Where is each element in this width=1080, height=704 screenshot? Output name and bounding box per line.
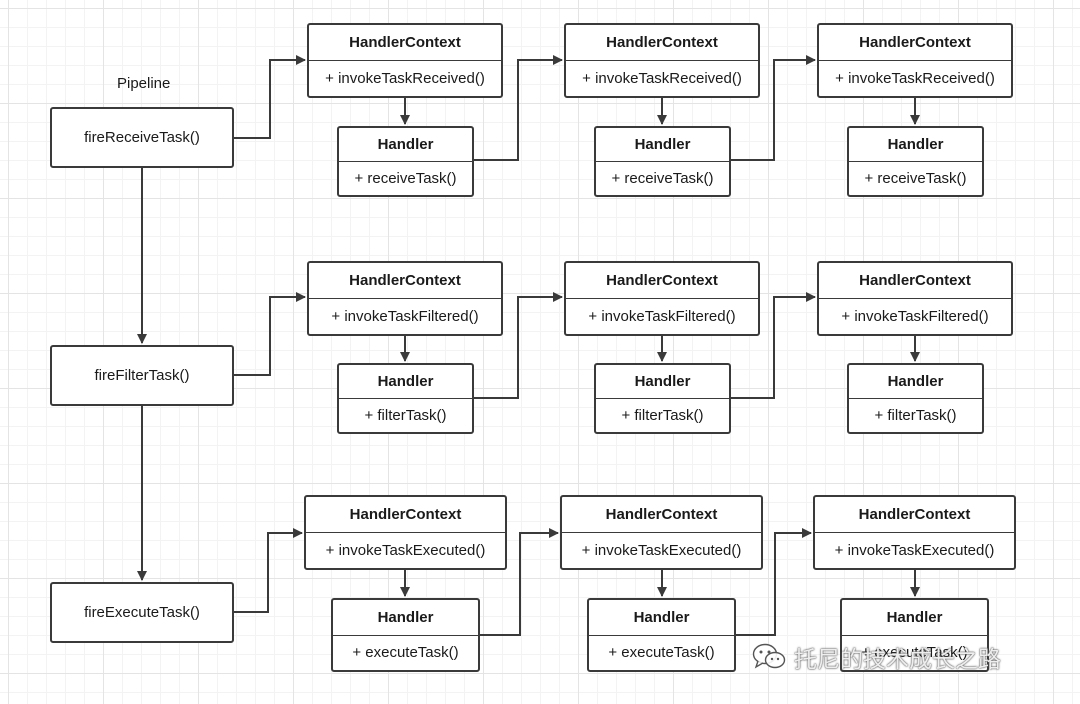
pipeline-title: Pipeline (117, 75, 171, 92)
arrow-pipeline-to-context-1a (234, 55, 306, 139)
class-name: HandlerContext (306, 497, 505, 533)
handler-context-receive-1: HandlerContext + invokeTaskReceived() (307, 23, 503, 98)
arrow-handler-to-context-1b (474, 55, 563, 161)
class-name: HandlerContext (815, 497, 1014, 533)
handler-context-receive-2: HandlerContext + invokeTaskReceived() (564, 23, 760, 98)
arrow-handler-to-context-1c (731, 55, 816, 161)
handler-context-execute-3: HandlerContext + invokeTaskExecuted() (813, 495, 1016, 570)
class-name: HandlerContext (819, 263, 1011, 299)
watermark-text: 托尼的技术成长之路 (794, 647, 1001, 673)
handler-receive-1: Handler + receiveTask() (337, 126, 474, 197)
class-name: Handler (842, 600, 987, 636)
handler-context-filter-3: HandlerContext + invokeTaskFiltered() (817, 261, 1013, 336)
handler-receive-2: Handler + receiveTask() (594, 126, 731, 197)
arrow-handler-to-context-3b (480, 528, 559, 636)
class-method: + filterTask() (874, 407, 957, 424)
class-method: + invokeTaskReceived() (835, 70, 995, 87)
fire-filter-task-box: fireFilterTask() (50, 345, 234, 406)
class-method: + receiveTask() (354, 170, 457, 187)
class-name: Handler (589, 600, 734, 636)
class-name: Handler (596, 365, 729, 399)
handler-context-execute-2: HandlerContext + invokeTaskExecuted() (560, 495, 763, 570)
arrow-handler-to-context-2b (474, 292, 563, 399)
handler-execute-2: Handler + executeTask() (587, 598, 736, 672)
fire-execute-task-box: fireExecuteTask() (50, 582, 234, 643)
class-method: + invokeTaskExecuted() (581, 542, 742, 559)
class-method: + receiveTask() (611, 170, 714, 187)
handler-context-filter-1: HandlerContext + invokeTaskFiltered() (307, 261, 503, 336)
class-method: + executeTask() (352, 644, 459, 662)
wechat-icon (752, 643, 786, 669)
handler-context-receive-3: HandlerContext + invokeTaskReceived() (817, 23, 1013, 98)
arrow-pipeline-to-context-3a (234, 528, 303, 613)
fire-receive-task-box: fireReceiveTask() (50, 107, 234, 168)
watermark: 托尼的技术成长之路 (752, 640, 1001, 674)
class-method: + receiveTask() (864, 170, 967, 187)
handler-execute-1: Handler + executeTask() (331, 598, 480, 672)
class-method: + executeTask() (861, 644, 968, 662)
arrow-pipeline-to-context-2a (234, 292, 306, 376)
class-name: Handler (339, 365, 472, 399)
class-name: Handler (596, 128, 729, 162)
handler-execute-3: Handler + executeTask() (840, 598, 989, 672)
class-name: Handler (849, 365, 982, 399)
class-method: + executeTask() (608, 644, 715, 662)
class-name: HandlerContext (309, 263, 501, 299)
handler-filter-1: Handler + filterTask() (337, 363, 474, 434)
class-method: + invokeTaskReceived() (582, 70, 742, 87)
class-name: HandlerContext (562, 497, 761, 533)
class-method: + invokeTaskExecuted() (325, 542, 486, 559)
class-method: + invokeTaskFiltered() (331, 308, 479, 325)
class-name: HandlerContext (566, 25, 758, 61)
class-name: HandlerContext (566, 263, 758, 299)
class-method: + invokeTaskReceived() (325, 70, 485, 87)
class-name: Handler (333, 600, 478, 636)
class-name: Handler (339, 128, 472, 162)
handler-filter-3: Handler + filterTask() (847, 363, 984, 434)
arrow-handler-to-context-2c (731, 292, 816, 399)
handler-receive-3: Handler + receiveTask() (847, 126, 984, 197)
class-method: + invokeTaskFiltered() (841, 308, 989, 325)
class-method: + invokeTaskFiltered() (588, 308, 736, 325)
class-method: + filterTask() (364, 407, 447, 424)
class-name: Handler (849, 128, 982, 162)
class-method: + filterTask() (621, 407, 704, 424)
handler-context-execute-1: HandlerContext + invokeTaskExecuted() (304, 495, 507, 570)
class-method: + invokeTaskExecuted() (834, 542, 995, 559)
handler-context-filter-2: HandlerContext + invokeTaskFiltered() (564, 261, 760, 336)
class-name: HandlerContext (309, 25, 501, 61)
handler-filter-2: Handler + filterTask() (594, 363, 731, 434)
class-name: HandlerContext (819, 25, 1011, 61)
arrow-handler-to-context-3c (736, 528, 812, 636)
